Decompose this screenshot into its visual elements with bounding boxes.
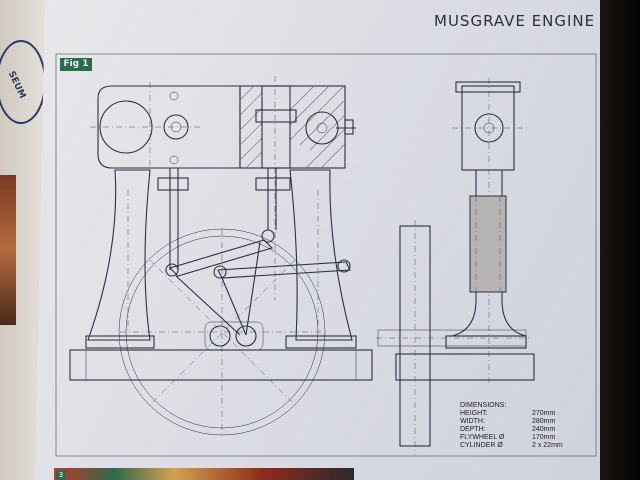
dimension-value: 270mm	[532, 410, 556, 417]
dimension-label: CYLINDER Ø	[460, 442, 503, 449]
page-title: MUSGRAVE ENGINE	[434, 12, 596, 30]
figure-label: Fig 1	[60, 58, 92, 71]
dimension-label: WIDTH:	[460, 418, 485, 425]
dimension-value: 170mm	[532, 434, 556, 441]
dimension-row: WIDTH: 280mm	[460, 418, 563, 426]
dimensions-heading: DIMENSIONS:	[460, 402, 507, 409]
dimension-row: DEPTH: 240mm	[460, 426, 563, 434]
page-number: 3	[56, 470, 66, 480]
dimension-row: HEIGHT: 270mm	[460, 410, 563, 418]
dimension-label: DEPTH:	[460, 426, 486, 433]
dimension-value: 240mm	[532, 426, 556, 433]
dimension-label: FLYWHEEL Ø	[460, 434, 505, 441]
dimension-value: 280mm	[532, 418, 556, 425]
dimension-label: HEIGHT:	[460, 410, 488, 417]
dimension-value: 2 x 22mm	[532, 442, 563, 449]
next-page-strip	[54, 468, 354, 480]
dimension-row: FLYWHEEL Ø 170mm	[460, 434, 563, 442]
dark-background	[600, 0, 640, 480]
dimensions-table: DIMENSIONS: HEIGHT: 270mm WIDTH: 280mm D…	[460, 402, 563, 450]
left-page-photo	[0, 175, 16, 325]
dimension-row: CYLINDER Ø 2 x 22mm	[460, 442, 563, 450]
